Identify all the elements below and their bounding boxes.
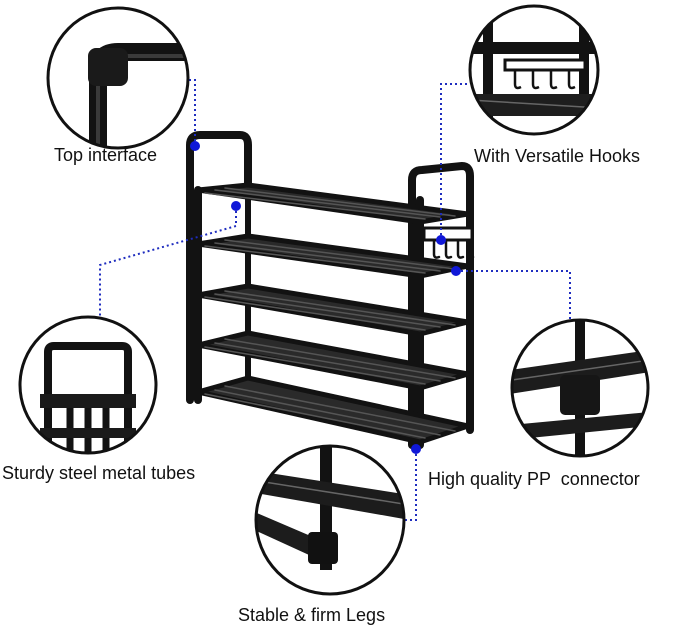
- rack-hooks: [422, 226, 475, 259]
- leader-hooks: [440, 83, 470, 240]
- detail-top-interface: [46, 6, 190, 150]
- detail-connector: [510, 318, 650, 458]
- markers: [190, 141, 461, 454]
- label-legs: Stable & firm Legs: [238, 605, 386, 625]
- tier-1: [195, 182, 471, 225]
- top-interface-handle: [186, 131, 252, 404]
- tier-2: [195, 233, 471, 279]
- leader-tubes: [99, 206, 237, 318]
- label-tubes: Sturdy steel metal tubes: [2, 463, 196, 483]
- tier-4: [195, 330, 471, 391]
- marker-tubes: [231, 201, 241, 211]
- label-hooks: With Versatile Hooks: [474, 146, 641, 166]
- label-connector: High quality PP connector: [428, 469, 640, 489]
- detail-hooks: [468, 4, 600, 136]
- marker-legs: [411, 444, 421, 454]
- shoe-rack: [186, 131, 475, 449]
- tier-5: [195, 375, 471, 445]
- detail-tubes: [18, 315, 158, 455]
- marker-connector: [451, 266, 461, 276]
- marker-hooks: [436, 235, 446, 245]
- label-top-interface: Top interface: [54, 145, 158, 165]
- tier-3: [195, 283, 471, 337]
- marker-top-interface: [190, 141, 200, 151]
- detail-legs: [254, 444, 406, 596]
